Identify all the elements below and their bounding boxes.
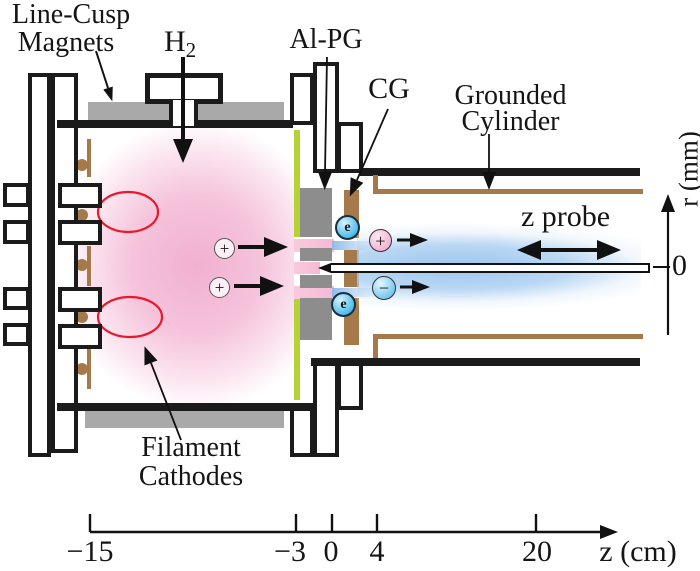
aperture-stream-blue-bottom <box>332 288 380 297</box>
z-tick-label: 4 <box>369 535 385 568</box>
cylinder-liner-bottom-stub <box>373 339 378 358</box>
z-probe-tip <box>318 263 331 273</box>
electron-symbol: e <box>335 215 360 240</box>
filament-feedthrough <box>58 324 102 349</box>
positive-beam-ion-symbol: + <box>369 229 392 252</box>
h2-subscript: 2 <box>185 38 197 62</box>
r-axis-zero-label: 0 <box>672 249 687 282</box>
minus-glyph: − <box>378 278 390 298</box>
al-pg-grid-block <box>300 298 332 340</box>
al-pg-grid-block <box>300 188 332 237</box>
z-tick-label: −3 <box>274 535 306 568</box>
z-axis-ticks <box>88 514 538 532</box>
plus-glyph: + <box>214 278 225 297</box>
filament-cathodes-label-line2: Cathodes <box>138 461 244 492</box>
filament-cathodes-label-line1: Filament <box>141 432 241 463</box>
z-probe-label: z probe <box>520 200 611 233</box>
electron-symbol: e <box>331 292 356 317</box>
grounded-cylinder-top-wall <box>360 168 640 176</box>
filament-feedthrough <box>58 287 102 312</box>
plus-glyph: + <box>375 230 386 251</box>
z-axis-label: z (cm) <box>599 535 677 568</box>
z-tick-label: 0 <box>323 535 339 568</box>
al-pg-grid-block <box>300 248 332 261</box>
probe-slot-stream <box>294 262 320 274</box>
grounded-cylinder-label-line1: Grounded <box>454 80 567 111</box>
cylinder-liner-bottom <box>373 334 643 339</box>
positive-ion-symbol: + <box>209 277 230 298</box>
z-probe-shaft <box>331 263 650 273</box>
line-cusp-magnet-bar <box>88 102 170 120</box>
gas-inlet-tube <box>169 100 198 126</box>
aperture-stream-pink-bottom <box>294 286 334 299</box>
flange-bolt <box>3 287 30 310</box>
electron-glyph: e <box>344 219 351 235</box>
plus-glyph: + <box>219 239 230 258</box>
grid-feedthrough-bottom <box>313 359 339 457</box>
line-cusp-magnet-bar <box>197 102 284 120</box>
h2-element: H <box>164 25 186 58</box>
back-flange-inner-plate <box>51 73 78 453</box>
line-cusp-magnets-label-line1: Line-Cusp <box>11 0 131 30</box>
source-plasma-glow <box>62 128 294 403</box>
grid-flange-step-bottom <box>337 359 363 410</box>
flange-bolt <box>3 323 30 346</box>
flange-bolt <box>3 183 30 207</box>
electron-glyph: e <box>340 296 347 312</box>
grounded-cylinder-bottom-wall <box>311 358 640 366</box>
z-tick-label: −15 <box>66 535 114 568</box>
negative-beam-ion-symbol: − <box>372 276 396 300</box>
al-pg-label: Al-PG <box>289 24 363 55</box>
cylinder-liner-top <box>373 189 643 194</box>
grid-feedthrough-top <box>313 62 339 173</box>
line-cusp-magnets-label-line2: Magnets <box>17 27 115 58</box>
positive-ion-symbol: + <box>214 238 235 259</box>
cg-label: CG <box>368 72 410 105</box>
grid-flange-step-top <box>337 122 363 173</box>
h2-gas-label: H2 <box>164 27 196 61</box>
grounded-cylinder-label-line2: Cylinder <box>461 106 560 137</box>
back-flange-outer-plate <box>28 73 51 457</box>
filament-feedthrough <box>58 220 102 245</box>
aperture-stream-blue-top <box>332 241 380 250</box>
filament-feedthrough <box>58 183 102 208</box>
plasma-grid-green-bottom <box>294 298 300 400</box>
grid-flange-top <box>290 73 314 125</box>
flange-bolt <box>3 220 30 244</box>
grid-flange-bottom <box>290 407 314 457</box>
chamber-bottom-wall <box>57 403 314 411</box>
al-pg-grid-block <box>300 275 332 288</box>
line-cusp-magnet-bar <box>85 411 284 428</box>
r-axis-label: r (mm) <box>673 131 700 207</box>
cylinder-liner-top-stub <box>373 175 378 193</box>
plasma-grid-green-top <box>294 130 300 237</box>
z-tick-label: 20 <box>522 535 552 568</box>
